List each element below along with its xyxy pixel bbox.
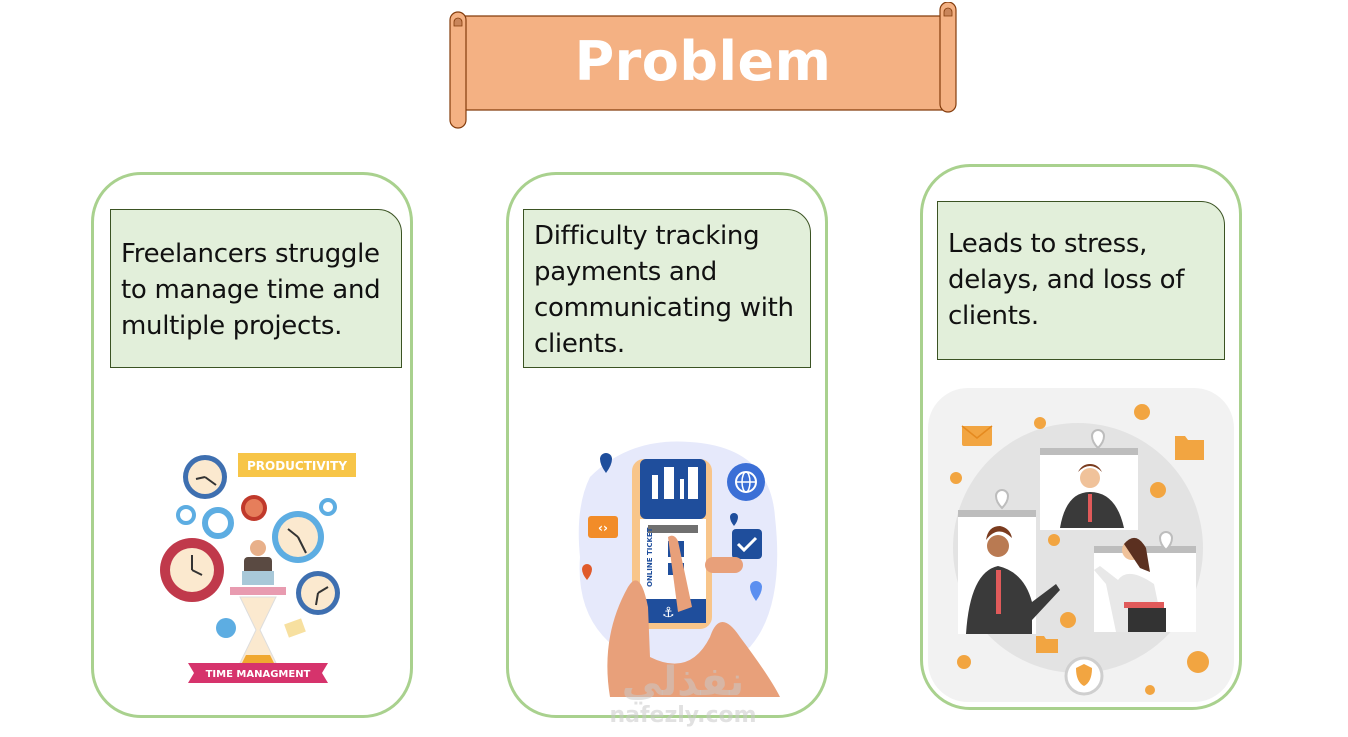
text-line: Leads to stress,: [948, 229, 1148, 259]
location-pin-icon: [750, 581, 762, 601]
time-management-illustration: PRODUCTIVITY TIME MANAGMENT: [160, 453, 356, 683]
clock-icon: [272, 511, 324, 563]
shield-badge-icon: [1064, 656, 1104, 696]
text-line: clients.: [534, 329, 625, 359]
barcode: [648, 525, 698, 533]
location-pin-icon: [600, 453, 612, 473]
gear-icon: [176, 498, 337, 539]
ticket-label: ONLINE TICKET: [646, 527, 654, 587]
problem-text-box: Freelancers struggle to manage time and …: [110, 209, 402, 368]
location-pin-icon: [582, 564, 592, 580]
folder-icon: [284, 618, 306, 638]
ticket-footer: [640, 599, 706, 623]
text-line: delays, and loss of: [948, 265, 1185, 295]
text-line: clients.: [948, 301, 1039, 331]
hands: [607, 580, 780, 697]
coin-icon: [216, 618, 236, 638]
businessman-top: [1060, 464, 1124, 528]
time-management-label: TIME MANAGMENT: [206, 669, 311, 680]
title-banner: Problem: [448, 2, 958, 129]
hourglass-icon: [239, 596, 277, 664]
code-icon: [588, 516, 618, 538]
productivity-banner: [238, 453, 356, 477]
text-line: payments and: [534, 257, 717, 287]
svg-text:‹›: ‹›: [598, 521, 608, 535]
text-line: multiple projects.: [121, 311, 343, 341]
location-pin-icons: [994, 429, 1174, 552]
problem-text-box: Difficulty tracking payments and communi…: [523, 209, 811, 368]
person-with-laptop: [230, 540, 286, 595]
productivity-label: PRODUCTIVITY: [247, 459, 347, 473]
anchor-icon: ⚓: [662, 605, 675, 621]
page-title: Problem: [574, 30, 832, 93]
clock-icon: [241, 495, 267, 521]
folder-icon: [1036, 636, 1058, 653]
problem-text-box: Leads to stress, delays, and loss of cli…: [937, 201, 1225, 360]
text-line: Difficulty tracking: [534, 221, 760, 251]
location-pin-icon: [730, 513, 738, 526]
folder-icon: [1175, 436, 1204, 460]
time-management-ribbon: [188, 663, 328, 683]
remote-team-high-five-illustration: [928, 388, 1234, 702]
checkbox-icon: [732, 529, 762, 559]
text-line: to manage time and: [121, 275, 381, 305]
gear-clock-icon: [160, 538, 224, 602]
scroll-banner-shape: [449, 2, 957, 129]
coin-icons: [950, 404, 1209, 695]
pointing-finger: [668, 535, 692, 612]
clock-icon: [296, 571, 340, 615]
text-line: Freelancers struggle: [121, 239, 380, 269]
clock-icon: [183, 455, 227, 499]
businessman-left: [966, 526, 1060, 634]
businesswoman-right: [1094, 537, 1166, 632]
online-ticket-phone-illustration: ONLINE TICKET ⚓ ‹›: [578, 441, 780, 697]
text-line: communicating with: [534, 293, 794, 323]
envelope-icon: [962, 426, 992, 446]
